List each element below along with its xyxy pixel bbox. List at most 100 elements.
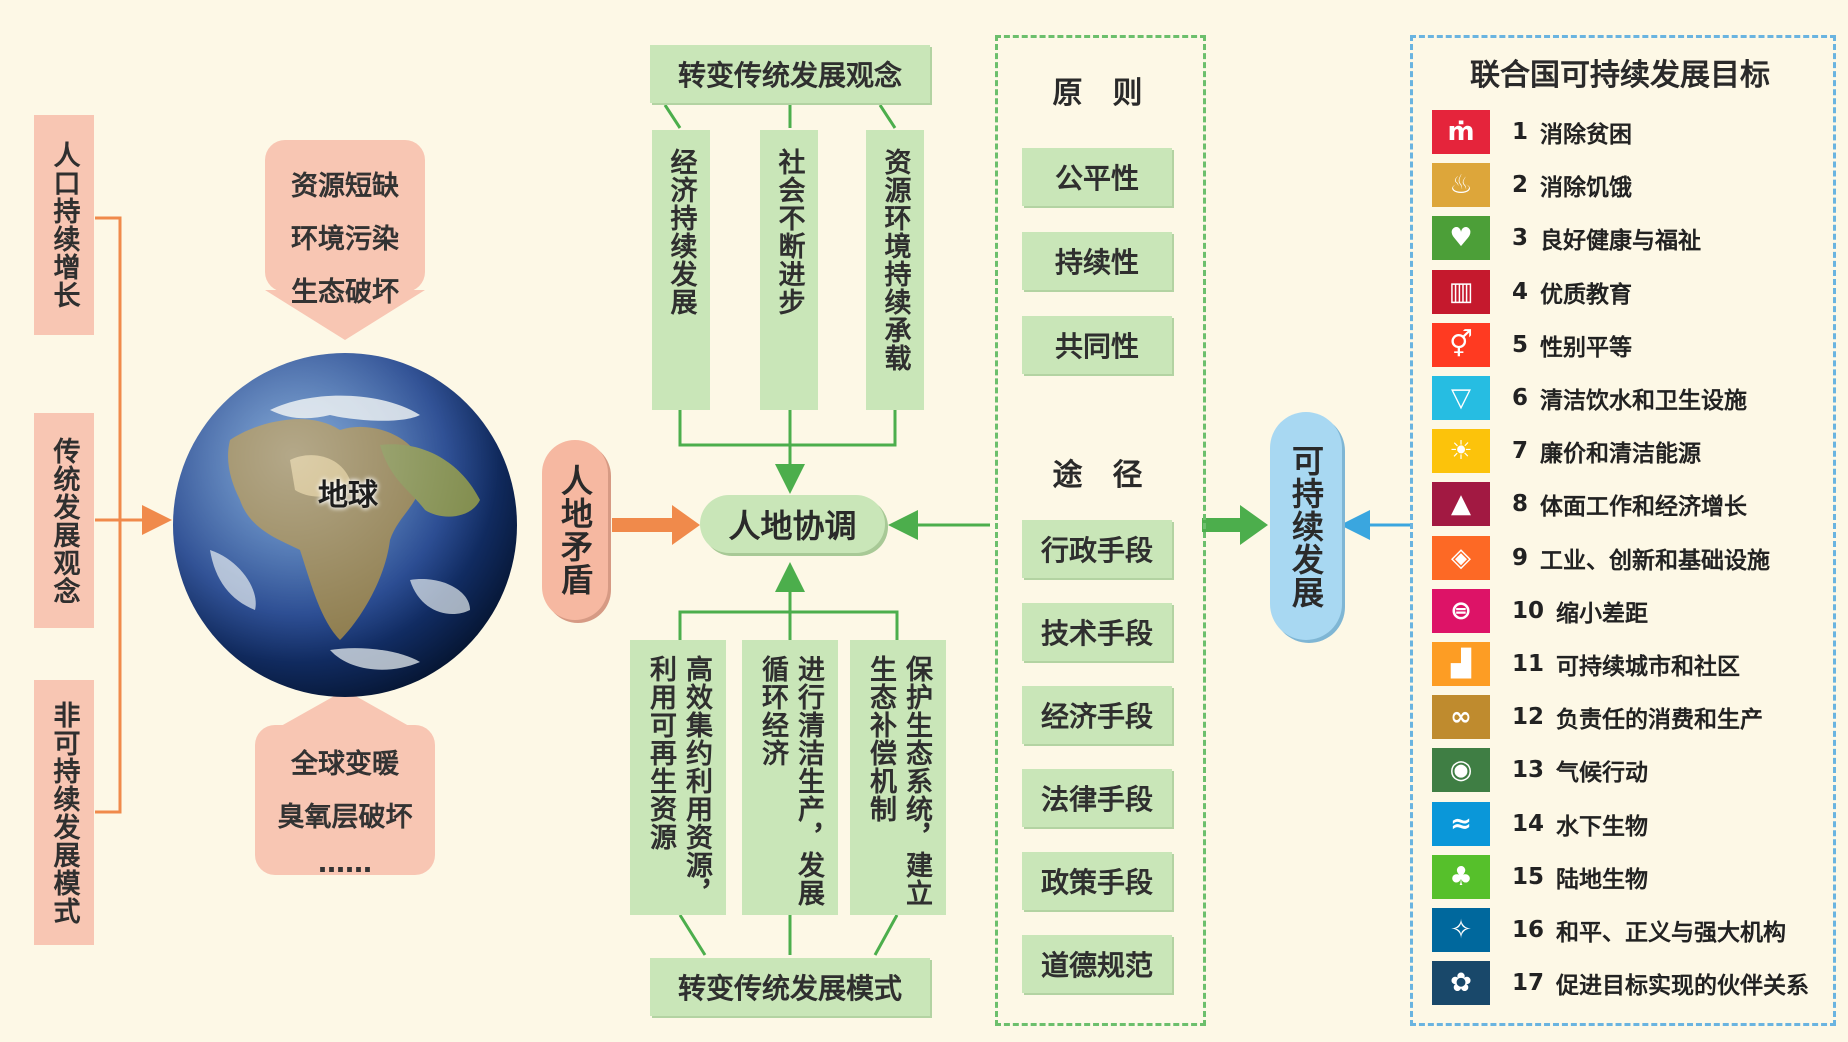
sun-icon: ☀ xyxy=(1432,429,1490,474)
sdg-number: 10 xyxy=(1512,597,1545,624)
sdg-number: 1 xyxy=(1512,119,1529,145)
problem-item: 资源短缺 xyxy=(291,171,399,202)
problems-top-list: 资源短缺 环境污染 生态破坏 xyxy=(265,150,425,323)
sdg-number: 15 xyxy=(1512,863,1545,890)
sdg-row: ▟ 11 可持续城市和社区 xyxy=(1432,642,1740,686)
problem-item: 全球变暖 xyxy=(291,749,399,780)
mode-item-ecology: 保护生态系统，建立生态补偿机制 xyxy=(850,640,946,915)
sdg-number: 13 xyxy=(1512,757,1545,784)
sdg-label: 优质教育 xyxy=(1540,281,1633,308)
problem-item: 生态破坏 xyxy=(291,277,399,308)
problem-item: 环境污染 xyxy=(291,224,399,255)
sdg-number: 6 xyxy=(1512,385,1529,411)
sdg-row: ∞ 12 负责任的消费和生产 xyxy=(1432,695,1764,740)
city-icon: ▟ xyxy=(1432,642,1490,686)
approaches-title: 途 径 xyxy=(1052,458,1143,493)
concept-item-economy: 经济持续发展 xyxy=(652,130,710,410)
book-icon: ▥ xyxy=(1432,269,1490,314)
bowl-icon: ♨ xyxy=(1432,163,1490,208)
sdg-number: 16 xyxy=(1512,917,1545,943)
sdg-label: 气候行动 xyxy=(1556,760,1649,787)
sdg-label: 良好健康与福祉 xyxy=(1540,228,1702,255)
approach-policy: 政策手段 xyxy=(1022,852,1172,910)
flower-icon: ✿ xyxy=(1432,961,1490,1006)
sdg-label: 负责任的消费和生产 xyxy=(1556,707,1764,734)
sdg-label: 可持续城市和社区 xyxy=(1556,654,1741,680)
sdg-row: ◈ 9 工业、创新和基础设施 xyxy=(1432,535,1771,580)
sdg-row: ▲ 8 体面工作和经济增长 xyxy=(1432,482,1748,527)
sdg-label: 清洁饮水和卫生设施 xyxy=(1540,388,1748,414)
equality-icon: ⊜ xyxy=(1432,588,1490,633)
transform-concept-title: 转变传统发展观念 xyxy=(650,45,930,103)
approach-moral: 道德规范 xyxy=(1022,935,1172,993)
sdg-label: 消除贫困 xyxy=(1540,122,1633,148)
sdg-number: 17 xyxy=(1512,970,1545,997)
sdg-row: ✿ 17 促进目标实现的伙伴关系 xyxy=(1432,961,1810,1006)
sdg-number: 12 xyxy=(1512,704,1545,731)
sdg-number: 14 xyxy=(1512,810,1545,837)
sdg-number: 9 xyxy=(1512,544,1529,571)
sdg-title: 联合国可持续发展目标 xyxy=(1470,58,1770,93)
sdg-label: 水下生物 xyxy=(1556,813,1649,840)
sdg-label: 工业、创新和基础设施 xyxy=(1540,547,1771,574)
sdg-label: 体面工作和经济增长 xyxy=(1540,494,1748,521)
sdg-number: 4 xyxy=(1512,278,1529,305)
gender-icon: ⚥ xyxy=(1432,322,1490,367)
earth-label: 地球 xyxy=(318,478,378,513)
sdg-number: 11 xyxy=(1512,651,1545,677)
sdg-row: ✧ 16 和平、正义与强大机构 xyxy=(1432,908,1786,952)
sdg-number: 2 xyxy=(1512,172,1529,199)
factor-traditional-concept: 传统发展观念 xyxy=(34,413,94,628)
sdg-panel xyxy=(1410,35,1836,1026)
sdg-row: ☀ 7 廉价和清洁能源 xyxy=(1432,429,1702,474)
transform-mode-title: 转变传统发展模式 xyxy=(650,958,930,1016)
infinity-icon: ∞ xyxy=(1432,695,1490,740)
sdg-number: 7 xyxy=(1512,438,1529,465)
tree-icon: ♣ xyxy=(1432,854,1490,899)
sdg-label: 促进目标实现的伙伴关系 xyxy=(1556,973,1810,1000)
sdg-label: 廉价和清洁能源 xyxy=(1540,441,1702,468)
problem-item: 臭氧层破坏 xyxy=(277,802,413,833)
sdg-row: ⊜ 10 缩小差距 xyxy=(1432,588,1649,633)
dove-icon: ✧ xyxy=(1432,908,1490,952)
sdg-number: 8 xyxy=(1512,491,1529,518)
principle-commonality: 共同性 xyxy=(1022,316,1172,374)
sdg-row: ≈14 水下生物 xyxy=(1432,801,1649,846)
sdg-row: ♣ 15 陆地生物 xyxy=(1432,854,1649,899)
sdg-row: ▽ 6 清洁饮水和卫生设施 xyxy=(1432,376,1747,420)
people-icon: ṁ xyxy=(1432,110,1490,154)
factor-population-growth: 人口持续增长 xyxy=(34,115,94,335)
sustainable-development: 可持续发展 xyxy=(1270,412,1342,640)
problems-bottom-list: 全球变暖 臭氧层破坏 …… xyxy=(255,728,435,893)
principle-fairness: 公平性 xyxy=(1022,148,1172,206)
problem-item: …… xyxy=(318,848,372,879)
factor-unsustainable-mode: 非可持续发展模式 xyxy=(34,680,94,945)
sdg-label: 陆地生物 xyxy=(1556,866,1649,893)
sdg-label: 缩小差距 xyxy=(1556,600,1649,627)
approach-administrative: 行政手段 xyxy=(1022,520,1172,578)
heartbeat-icon: ♥ xyxy=(1432,216,1490,261)
principles-title: 原 则 xyxy=(1052,76,1143,111)
sdg-label: 消除饥饿 xyxy=(1540,175,1633,202)
human-land-coordination: 人地协调 xyxy=(700,495,885,553)
cubes-icon: ◈ xyxy=(1432,535,1490,580)
approach-economic: 经济手段 xyxy=(1022,686,1172,744)
sdg-label: 性别平等 xyxy=(1540,334,1633,361)
growth-chart-icon: ▲ xyxy=(1432,482,1490,527)
earth-globe-image xyxy=(173,353,517,697)
problems-top-box xyxy=(265,140,425,292)
mode-item-production: 进行清洁生产，发展循环经济 xyxy=(742,640,838,915)
concept-item-resources: 资源环境持续承载 xyxy=(866,130,924,410)
mode-item-resources: 高效集约利用资源，利用可再生资源 xyxy=(630,640,726,915)
water-icon: ▽ xyxy=(1432,376,1490,420)
approach-technical: 技术手段 xyxy=(1022,603,1172,661)
fish-icon: ≈ xyxy=(1432,801,1490,846)
human-land-conflict: 人地矛盾 xyxy=(542,440,608,620)
principle-sustainability: 持续性 xyxy=(1022,232,1172,290)
sdg-label: 和平、正义与强大机构 xyxy=(1556,920,1787,946)
